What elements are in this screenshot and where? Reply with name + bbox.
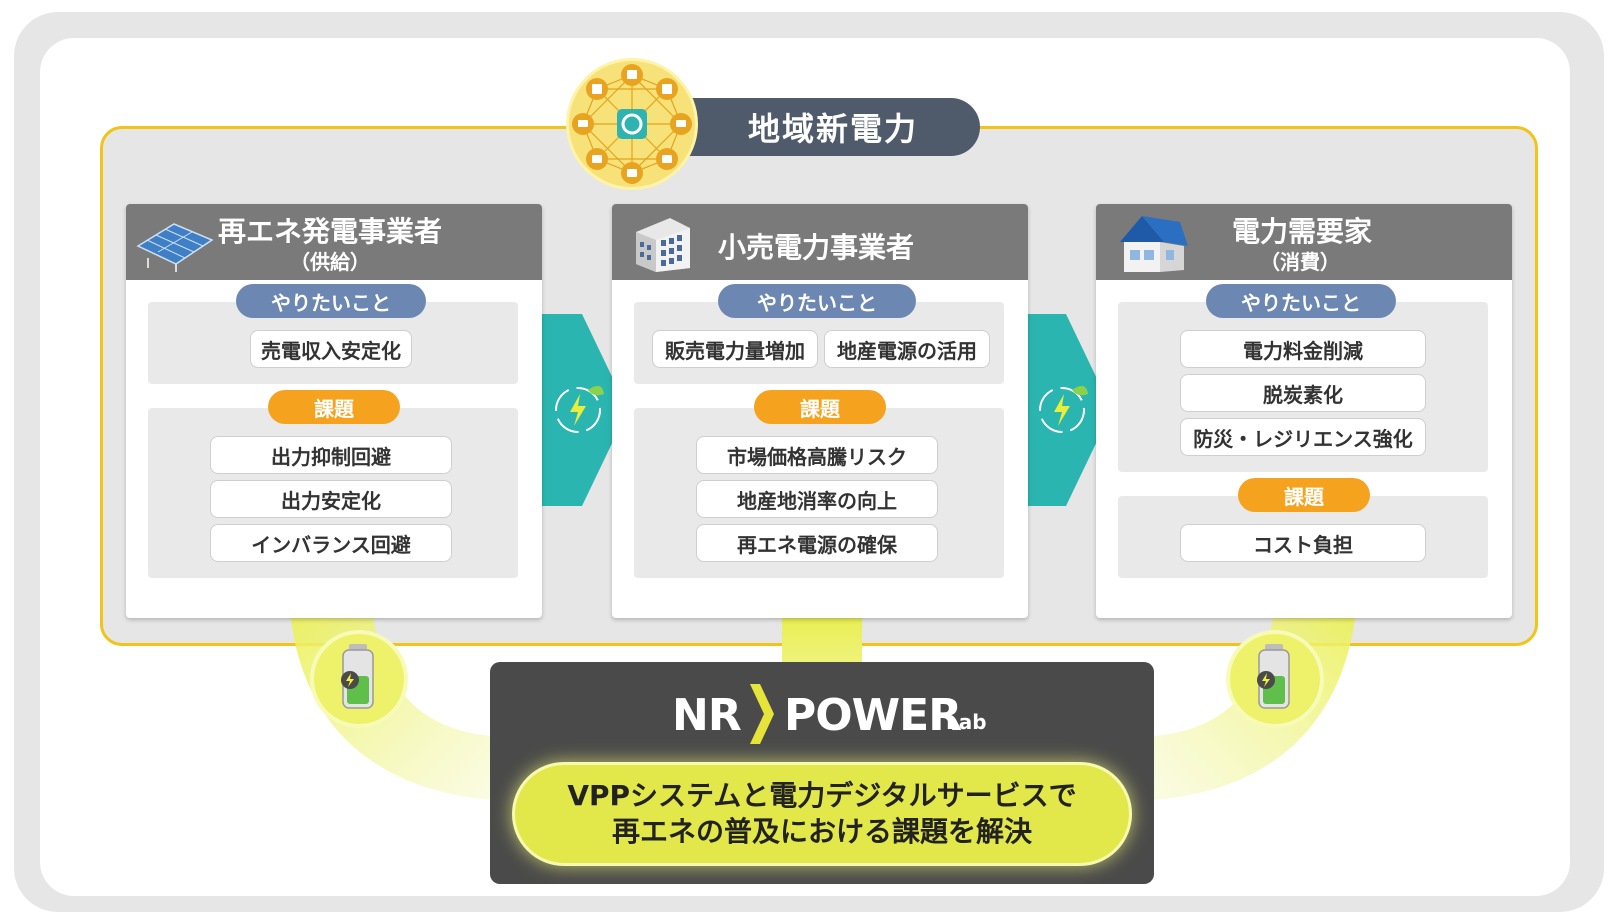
issue-item: 出力安定化 bbox=[210, 480, 452, 518]
card-retailer: 小売電力事業者 やりたいこと 販売電力量増加 地産電源の活用 課題 市場価格高騰… bbox=[612, 204, 1028, 618]
card-header: 小売電力事業者 bbox=[612, 204, 1028, 280]
office-building-icon bbox=[636, 218, 690, 272]
issues-label: 課題 bbox=[754, 390, 886, 424]
tagline-line2: 再エネの普及における課題を解決 bbox=[611, 815, 1032, 848]
issue-item: 出力抑制回避 bbox=[210, 436, 452, 474]
wants-label: やりたいこと bbox=[718, 284, 916, 318]
renewable-energy-icon bbox=[555, 387, 601, 433]
card-subtitle: （消費） bbox=[1260, 250, 1340, 274]
logo-power: POWER bbox=[784, 690, 962, 741]
issues-label: 課題 bbox=[268, 390, 400, 424]
battery-icon bbox=[1226, 630, 1324, 728]
card-header: 電力需要家 （消費） bbox=[1096, 204, 1512, 280]
logo-chevron-icon bbox=[750, 684, 774, 744]
region-title: 地域新電力 bbox=[672, 98, 980, 156]
want-item: 脱炭素化 bbox=[1180, 374, 1426, 412]
card-supplier: 再エネ発電事業者 （供給） やりたいこと 売電収入安定化 課題 出力抑制回避 出… bbox=[126, 204, 542, 618]
wants-label: やりたいこと bbox=[236, 284, 426, 318]
issue-item: 地産地消率の向上 bbox=[696, 480, 938, 518]
flow-arrow-2 bbox=[1026, 314, 1112, 506]
issue-item: 市場価格高騰リスク bbox=[696, 436, 938, 474]
battery-icon bbox=[310, 630, 408, 728]
nr-power-lab-box: NR POWER Lab VPPシステムと電力デジタルサービスで 再エネの普及に… bbox=[490, 662, 1154, 884]
tagline: VPPシステムと電力デジタルサービスで 再エネの普及における課題を解決 bbox=[512, 762, 1132, 866]
card-title: 電力需要家 bbox=[1232, 215, 1373, 248]
logo-lab: Lab bbox=[946, 710, 987, 734]
want-item: 防災・レジリエンス強化 bbox=[1180, 418, 1426, 456]
renewable-energy-icon bbox=[1039, 387, 1085, 433]
card-title: 再エネ発電事業者 bbox=[218, 215, 443, 248]
card-subtitle: （供給） bbox=[290, 250, 370, 274]
tagline-line1: VPPシステムと電力デジタルサービスで bbox=[567, 779, 1077, 812]
card-title: 小売電力事業者 bbox=[718, 231, 915, 264]
issue-item: コスト負担 bbox=[1180, 524, 1426, 562]
card-consumer: 電力需要家 （消費） やりたいこと 電力料金削減 脱炭素化 防災・レジリエンス強… bbox=[1096, 204, 1512, 618]
issues-label: 課題 bbox=[1238, 478, 1370, 512]
solar-panel-icon bbox=[136, 223, 214, 272]
wants-label: やりたいこと bbox=[1206, 284, 1396, 318]
issue-item: インバランス回避 bbox=[210, 524, 452, 562]
nr-power-lab-logo: NR POWER Lab bbox=[490, 682, 1154, 746]
network-hub-icon bbox=[566, 58, 698, 190]
logo-nr: NR bbox=[672, 690, 742, 741]
want-item: 売電収入安定化 bbox=[250, 330, 412, 368]
card-header: 再エネ発電事業者 （供給） bbox=[126, 204, 542, 280]
house-icon bbox=[1120, 216, 1188, 272]
want-item: 電力料金削減 bbox=[1180, 330, 1426, 368]
flow-arrow-1 bbox=[542, 314, 628, 506]
want-item: 地産電源の活用 bbox=[824, 330, 990, 368]
issue-item: 再エネ電源の確保 bbox=[696, 524, 938, 562]
want-item: 販売電力量増加 bbox=[652, 330, 818, 368]
